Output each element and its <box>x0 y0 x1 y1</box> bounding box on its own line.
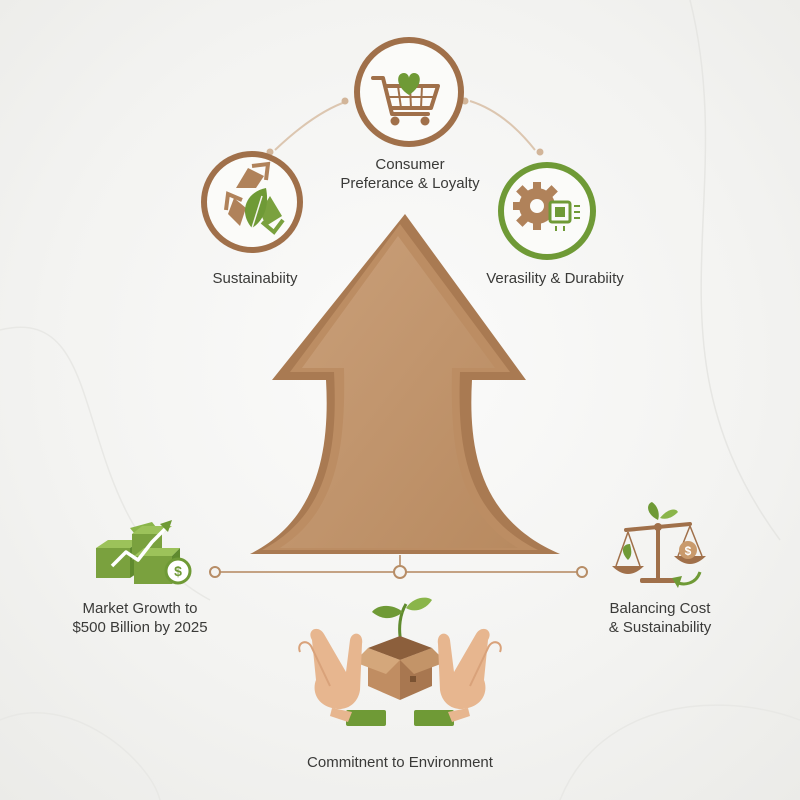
connector-dot <box>536 148 544 156</box>
recycle-leaf-icon <box>201 151 303 253</box>
boxes-growth-dollar-icon: $ <box>96 520 192 585</box>
balance-scale-dollar-icon: $ <box>612 502 706 588</box>
consumer-label-line2: Preferance & Loyalty <box>340 175 480 192</box>
shopping-cart-heart-icon <box>354 37 464 147</box>
versatility-label: Verasility & Durabiity <box>486 270 624 287</box>
consumer-label-line1: Consumer <box>375 156 445 173</box>
top-connector-arc <box>266 97 544 156</box>
timeline-dot <box>576 566 588 578</box>
consumer-label: Consumer Preferance & Loyalty <box>300 155 520 193</box>
market-growth-line2: $500 Billion by 2025 <box>72 619 208 636</box>
gear-circuit-icon <box>498 162 596 260</box>
sustainability-label: Sustainabiity <box>212 270 298 287</box>
svg-text:$: $ <box>685 544 692 558</box>
connector-dot <box>341 97 349 105</box>
balancing-label: Balancing Cost & Sustainability <box>590 599 730 637</box>
market-growth-label: Market Growth to $500 Billion by 2025 <box>55 599 225 637</box>
commitment-label: Commitnent to Environment <box>307 754 493 771</box>
timeline-dot <box>209 566 221 578</box>
growth-arrow <box>250 214 560 554</box>
market-growth-line1: Market Growth to <box>82 600 198 617</box>
hands-box-sprout-icon <box>298 597 502 726</box>
balancing-line2: & Sustainability <box>608 619 712 636</box>
timeline-dot <box>393 565 407 579</box>
balancing-line1: Balancing Cost <box>609 600 711 617</box>
timeline-connector <box>209 555 588 579</box>
svg-text:$: $ <box>174 563 182 579</box>
